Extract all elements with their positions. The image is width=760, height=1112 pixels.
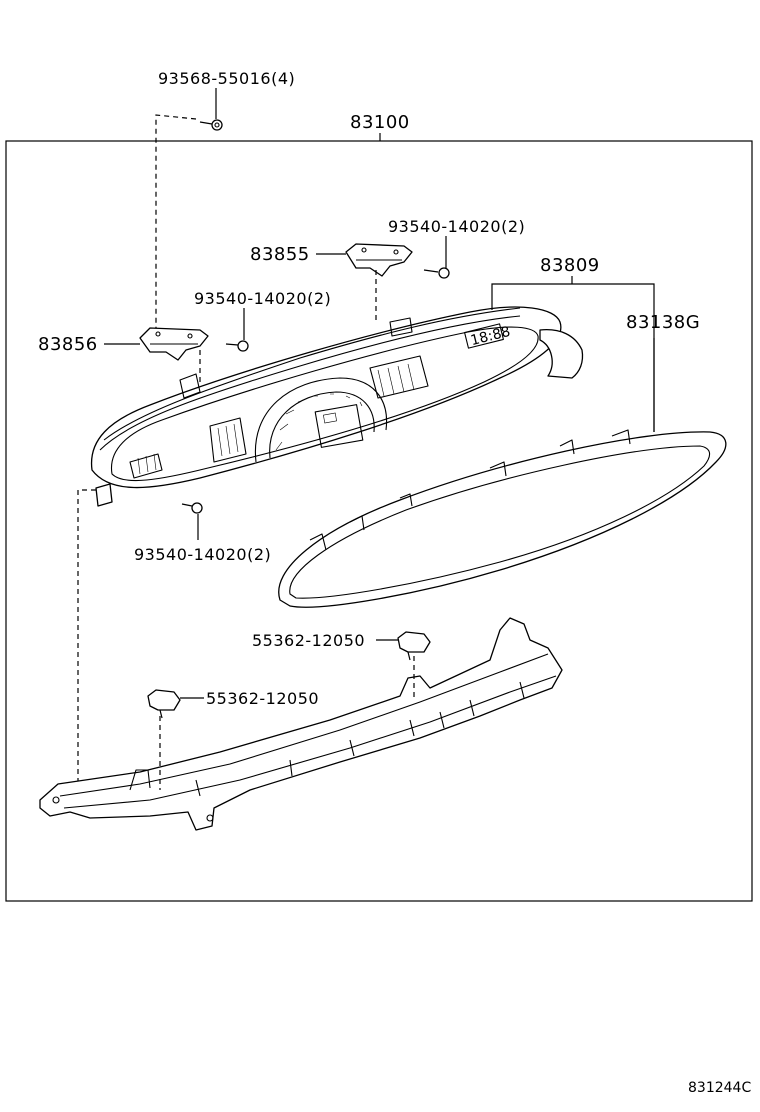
label-screw-bottom: 93540-14020(2)	[134, 545, 271, 564]
clip-right-icon	[397, 631, 431, 661]
label-screw-top: 93568-55016(4)	[158, 69, 295, 88]
diagram-code: 831244C	[688, 1080, 751, 1096]
housing-dashed-left	[77, 489, 96, 790]
label-glass: 83809	[540, 255, 600, 276]
label-screw-right: 93540-14020(2)	[388, 217, 525, 236]
screw-bottom-icon	[181, 502, 203, 514]
label-screw-left: 93540-14020(2)	[194, 289, 331, 308]
screw-top-icon	[199, 119, 223, 131]
label-bracket-left: 83856	[38, 334, 98, 355]
assembly-frame	[5, 140, 753, 902]
label-cover: 83138G	[626, 312, 700, 333]
screw-top-dashed	[155, 114, 197, 330]
meter-housing-icon: 18:88	[90, 306, 584, 507]
clip-left-icon	[147, 689, 181, 719]
bracket-left-icon	[139, 327, 209, 361]
bracket-right-icon	[345, 243, 413, 277]
label-bracket-right: 83855	[250, 244, 310, 265]
label-clip-left: 55362-12050	[206, 689, 319, 708]
label-clip-right: 55362-12050	[252, 631, 365, 650]
lens-cover-icon	[278, 429, 727, 608]
screw-right-icon	[423, 267, 450, 279]
label-assembly: 83100	[350, 112, 410, 133]
screw-left-icon	[225, 340, 249, 352]
lower-bracket-icon	[39, 617, 563, 831]
